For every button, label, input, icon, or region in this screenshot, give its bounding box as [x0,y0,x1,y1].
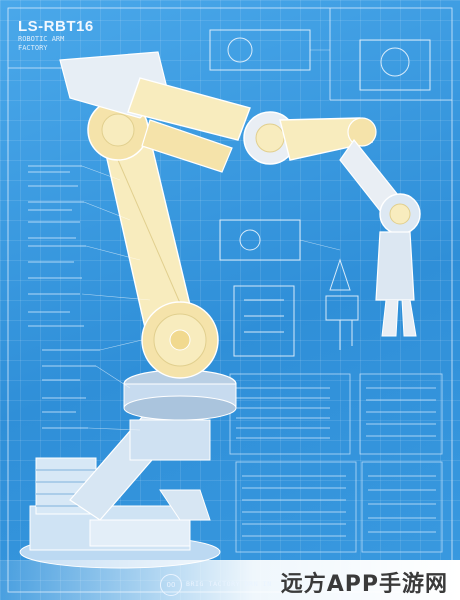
lower-link [69,407,211,521]
shoulder-joint [141,301,219,379]
watermark-bar [0,560,460,600]
detail-insets [209,29,431,357]
footer-caption: BRIG TACTORY DRN IN [186,580,272,588]
leader-lines [81,49,341,431]
spec-tables [229,373,443,553]
title-block: LS-RBT16 ROBOTIC ARM FACTORY [18,18,94,53]
title-subline-2: FACTORY [18,44,48,52]
model-title: LS-RBT16 [18,18,94,35]
title-subline-1: ROBOTIC ARM [18,35,65,43]
end-effector [375,231,417,337]
forearm [59,51,297,173]
wrist-link [279,117,421,235]
site-watermark: 远方APP手游网 [280,572,448,597]
callout-lines-left [28,165,100,429]
waist-ring [123,369,237,421]
seal-icon: 00 [160,574,182,596]
